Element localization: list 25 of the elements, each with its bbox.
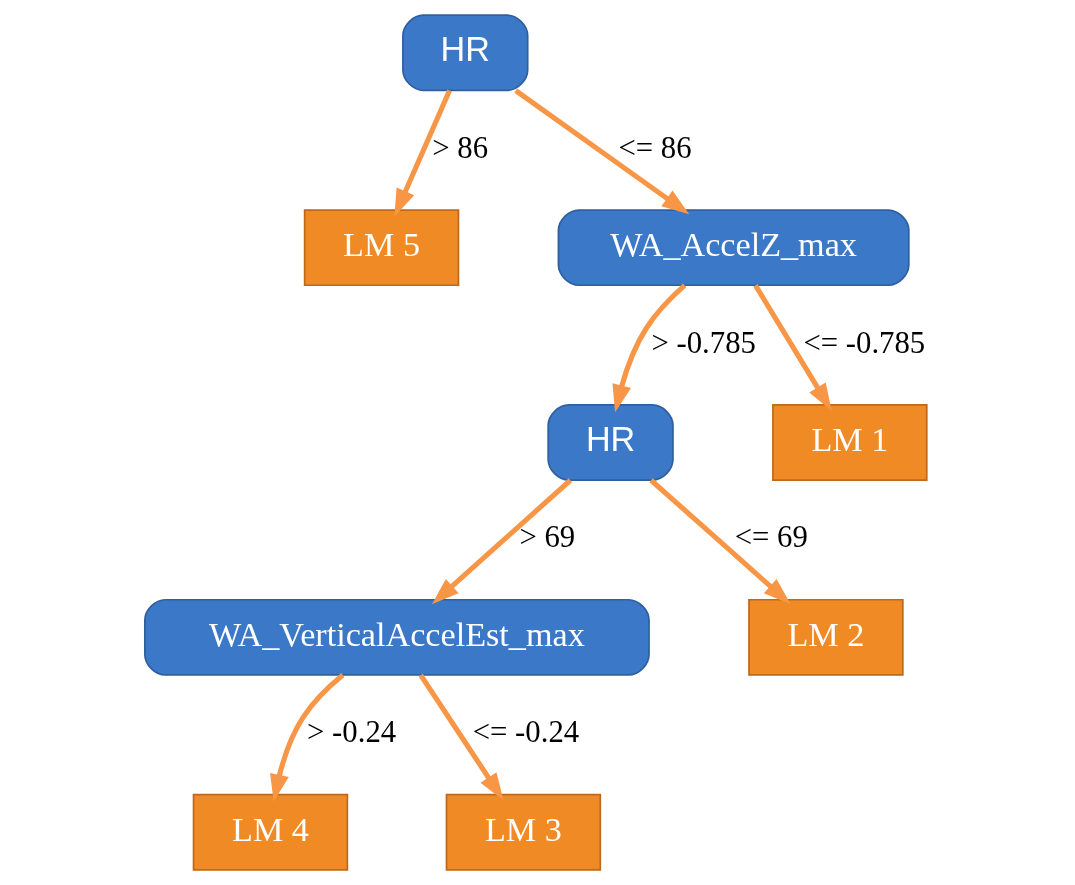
edge-label: > -0.24 bbox=[307, 715, 397, 750]
arrow bbox=[612, 283, 687, 413]
node-box: LM 1 bbox=[772, 404, 928, 481]
node-box: HR bbox=[402, 14, 529, 92]
edge-label: <= -0.785 bbox=[803, 325, 926, 360]
edge-label: <= 86 bbox=[618, 130, 692, 165]
arrow bbox=[649, 478, 791, 605]
edge-label: > 86 bbox=[432, 130, 489, 165]
arrow bbox=[394, 89, 452, 217]
node-box: LM 5 bbox=[303, 209, 460, 287]
edge-label: > 69 bbox=[519, 520, 576, 555]
edge-label: > -0.785 bbox=[651, 325, 756, 360]
node-box: WA_AccelZ_max bbox=[557, 209, 910, 287]
node-box: LM 4 bbox=[192, 793, 349, 871]
node-box: LM 2 bbox=[748, 598, 904, 676]
arrow bbox=[753, 284, 832, 411]
arrow bbox=[431, 478, 573, 605]
node-box: WA_VerticalAccelEst_max bbox=[144, 598, 650, 676]
edge-label: <= 69 bbox=[734, 520, 808, 555]
arrow bbox=[270, 673, 345, 802]
arrow bbox=[514, 88, 690, 215]
node-box: LM 3 bbox=[445, 793, 602, 871]
arrow bbox=[418, 673, 504, 801]
node-box: HR bbox=[547, 404, 674, 481]
edge-label: <= -0.24 bbox=[472, 715, 580, 750]
